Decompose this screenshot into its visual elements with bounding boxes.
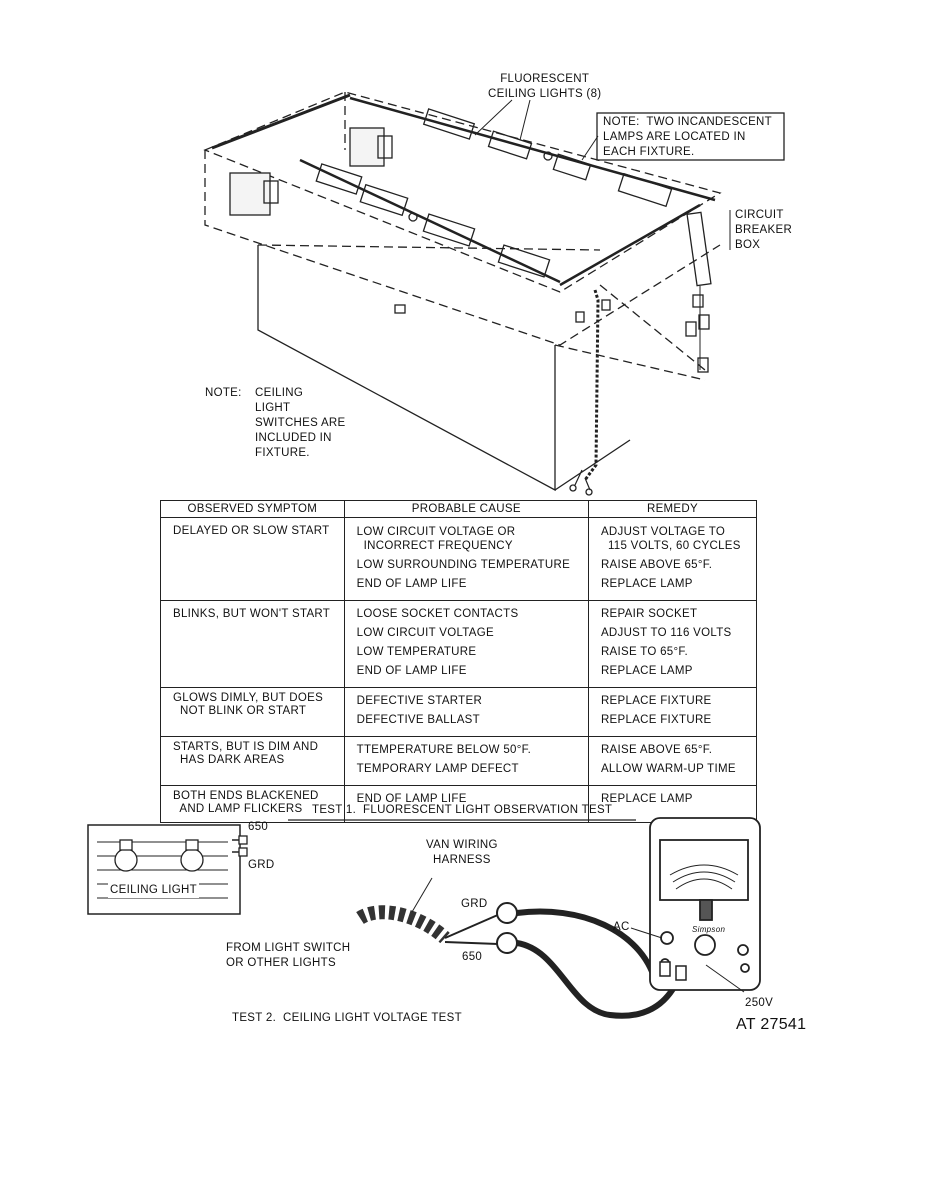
remedy-item: RAISE ABOVE 65°F. xyxy=(600,744,713,756)
symptom-cell: DELAYED OR SLOW START xyxy=(173,525,330,537)
cause-item: DEFECTIVE BALLAST xyxy=(356,714,480,726)
remedy-item: REPLACE FIXTURE xyxy=(600,714,712,726)
fixture-5 xyxy=(422,108,476,140)
remedy-item: REPAIR SOCKET xyxy=(600,608,698,620)
bulb-icon xyxy=(114,839,204,872)
roof-wiring xyxy=(211,93,351,150)
symptom-cell: STARTS, BUT IS DIM AND HAS DARK AREAS xyxy=(173,741,319,766)
remedy-item: ADJUST VOLTAGE TO 115 VOLTS, 60 CYCLES xyxy=(600,526,741,552)
fixture-8 xyxy=(617,172,673,208)
circuit-breaker-label: CIRCUIT BREAKER BOX xyxy=(735,209,793,251)
cause-item: LOW CIRCUIT VOLTAGE xyxy=(356,627,494,639)
cause-item: END OF LAMP LIFE xyxy=(356,578,467,590)
circuit-breaker-box xyxy=(686,211,712,287)
fluorescent-lights-label: FLUORESCENT CEILING LIGHTS (8) xyxy=(488,73,602,100)
grd-plug-label: GRD xyxy=(461,898,488,910)
note-box-border xyxy=(596,112,785,161)
cause-item: END OF LAMP LIFE xyxy=(356,665,467,677)
remedy-item: REPLACE FIXTURE xyxy=(600,695,712,707)
remedy-item: ALLOW WARM-UP TIME xyxy=(600,763,736,775)
cause-item: DEFECTIVE STARTER xyxy=(356,695,483,707)
meter-brand-logo: Simpson xyxy=(692,925,726,934)
note-incandescent: NOTE: TWO INCANDESCENT LAMPS ARE LOCATED… xyxy=(603,116,772,158)
wire-grd-top-label: GRD xyxy=(248,859,275,871)
table-row: GLOWS DIMLY, BUT DOES NOT BLINK OR START… xyxy=(160,687,758,737)
wire-650-top-label: 650 xyxy=(248,821,269,833)
fixture-4 xyxy=(497,244,551,278)
cause-item: TEMPORARY LAMP DEFECT xyxy=(356,763,519,775)
plug-grd xyxy=(496,902,518,924)
test1-caption: TEST 1. FLUORESCENT LIGHT OBSERVATION TE… xyxy=(312,804,613,816)
fixture-3 xyxy=(422,213,476,247)
note-switches-prefix: NOTE: xyxy=(205,387,242,399)
plug-650 xyxy=(496,932,518,954)
front-wall-harness xyxy=(583,289,600,481)
multimeter xyxy=(649,817,761,991)
table-row: STARTS, BUT IS DIM AND HAS DARK AREAS TT… xyxy=(160,736,758,786)
switch-box-1 xyxy=(229,172,271,216)
remedy-item: ADJUST TO 116 VOLTS xyxy=(600,627,732,639)
header-cause: PROBABLE CAUSE xyxy=(343,500,589,518)
figure-id: AT 27541 xyxy=(736,1016,807,1033)
cause-item: TTEMPERATURE BELOW 50°F. xyxy=(356,744,532,756)
fixture-6 xyxy=(487,130,533,160)
cause-item: LOW CIRCUIT VOLTAGE OR INCORRECT FREQUEN… xyxy=(356,526,516,552)
remedy-item: REPLACE LAMP xyxy=(600,665,693,677)
cause-item: LOOSE SOCKET CONTACTS xyxy=(356,608,519,620)
remedy-item: REPLACE LAMP xyxy=(600,578,693,590)
meter-lead-2 xyxy=(516,940,683,1019)
ac-label: AC xyxy=(613,921,630,933)
harness-label: VAN WIRING HARNESS xyxy=(426,839,498,866)
meter-lead-1 xyxy=(516,908,658,981)
table-row: DELAYED OR SLOW START LOW CIRCUIT VOLTAG… xyxy=(160,517,758,601)
plug-650-label: 650 xyxy=(462,951,483,963)
from-switch-label: FROM LIGHT SWITCH OR OTHER LIGHTS xyxy=(226,942,351,969)
remedy-item: REPLACE LAMP xyxy=(600,793,693,805)
remedy-item: RAISE ABOVE 65°F. xyxy=(600,559,713,571)
fixture-2 xyxy=(359,183,409,217)
symptom-cell: BLINKS, BUT WON'T START xyxy=(173,608,331,620)
symptom-cell: GLOWS DIMLY, BUT DOES NOT BLINK OR START xyxy=(173,692,324,717)
ceiling-light-label: CEILING LIGHT xyxy=(108,883,199,898)
symptom-cell: BOTH ENDS BLACKENED AND LAMP FLICKERS xyxy=(173,790,319,815)
troubleshooting-table: OBSERVED SYMPTOM PROBABLE CAUSE REMEDY D… xyxy=(160,500,758,823)
roof-outline xyxy=(203,91,722,293)
ceiling-light-fixture xyxy=(87,824,241,915)
fixture-7 xyxy=(552,153,592,181)
remedy-item: RAISE TO 65°F. xyxy=(600,646,688,658)
fixture-1 xyxy=(315,163,363,195)
wiring-harness xyxy=(356,905,450,944)
cause-item: LOW SURROUNDING TEMPERATURE xyxy=(356,559,571,571)
table-row: BOTH ENDS BLACKENED AND LAMP FLICKERS EN… xyxy=(160,785,758,823)
table-row: BLINKS, BUT WON'T START LOOSE SOCKET CON… xyxy=(160,600,758,688)
lower-box-front xyxy=(257,245,556,492)
cause-item: END OF LAMP LIFE xyxy=(356,793,467,805)
cause-item: LOW TEMPERATURE xyxy=(356,646,477,658)
note-switches-body: CEILING LIGHT SWITCHES ARE INCLUDED IN F… xyxy=(255,387,346,459)
v250-label: 250V xyxy=(745,997,774,1009)
test2-caption: TEST 2. CEILING LIGHT VOLTAGE TEST xyxy=(232,1012,462,1024)
